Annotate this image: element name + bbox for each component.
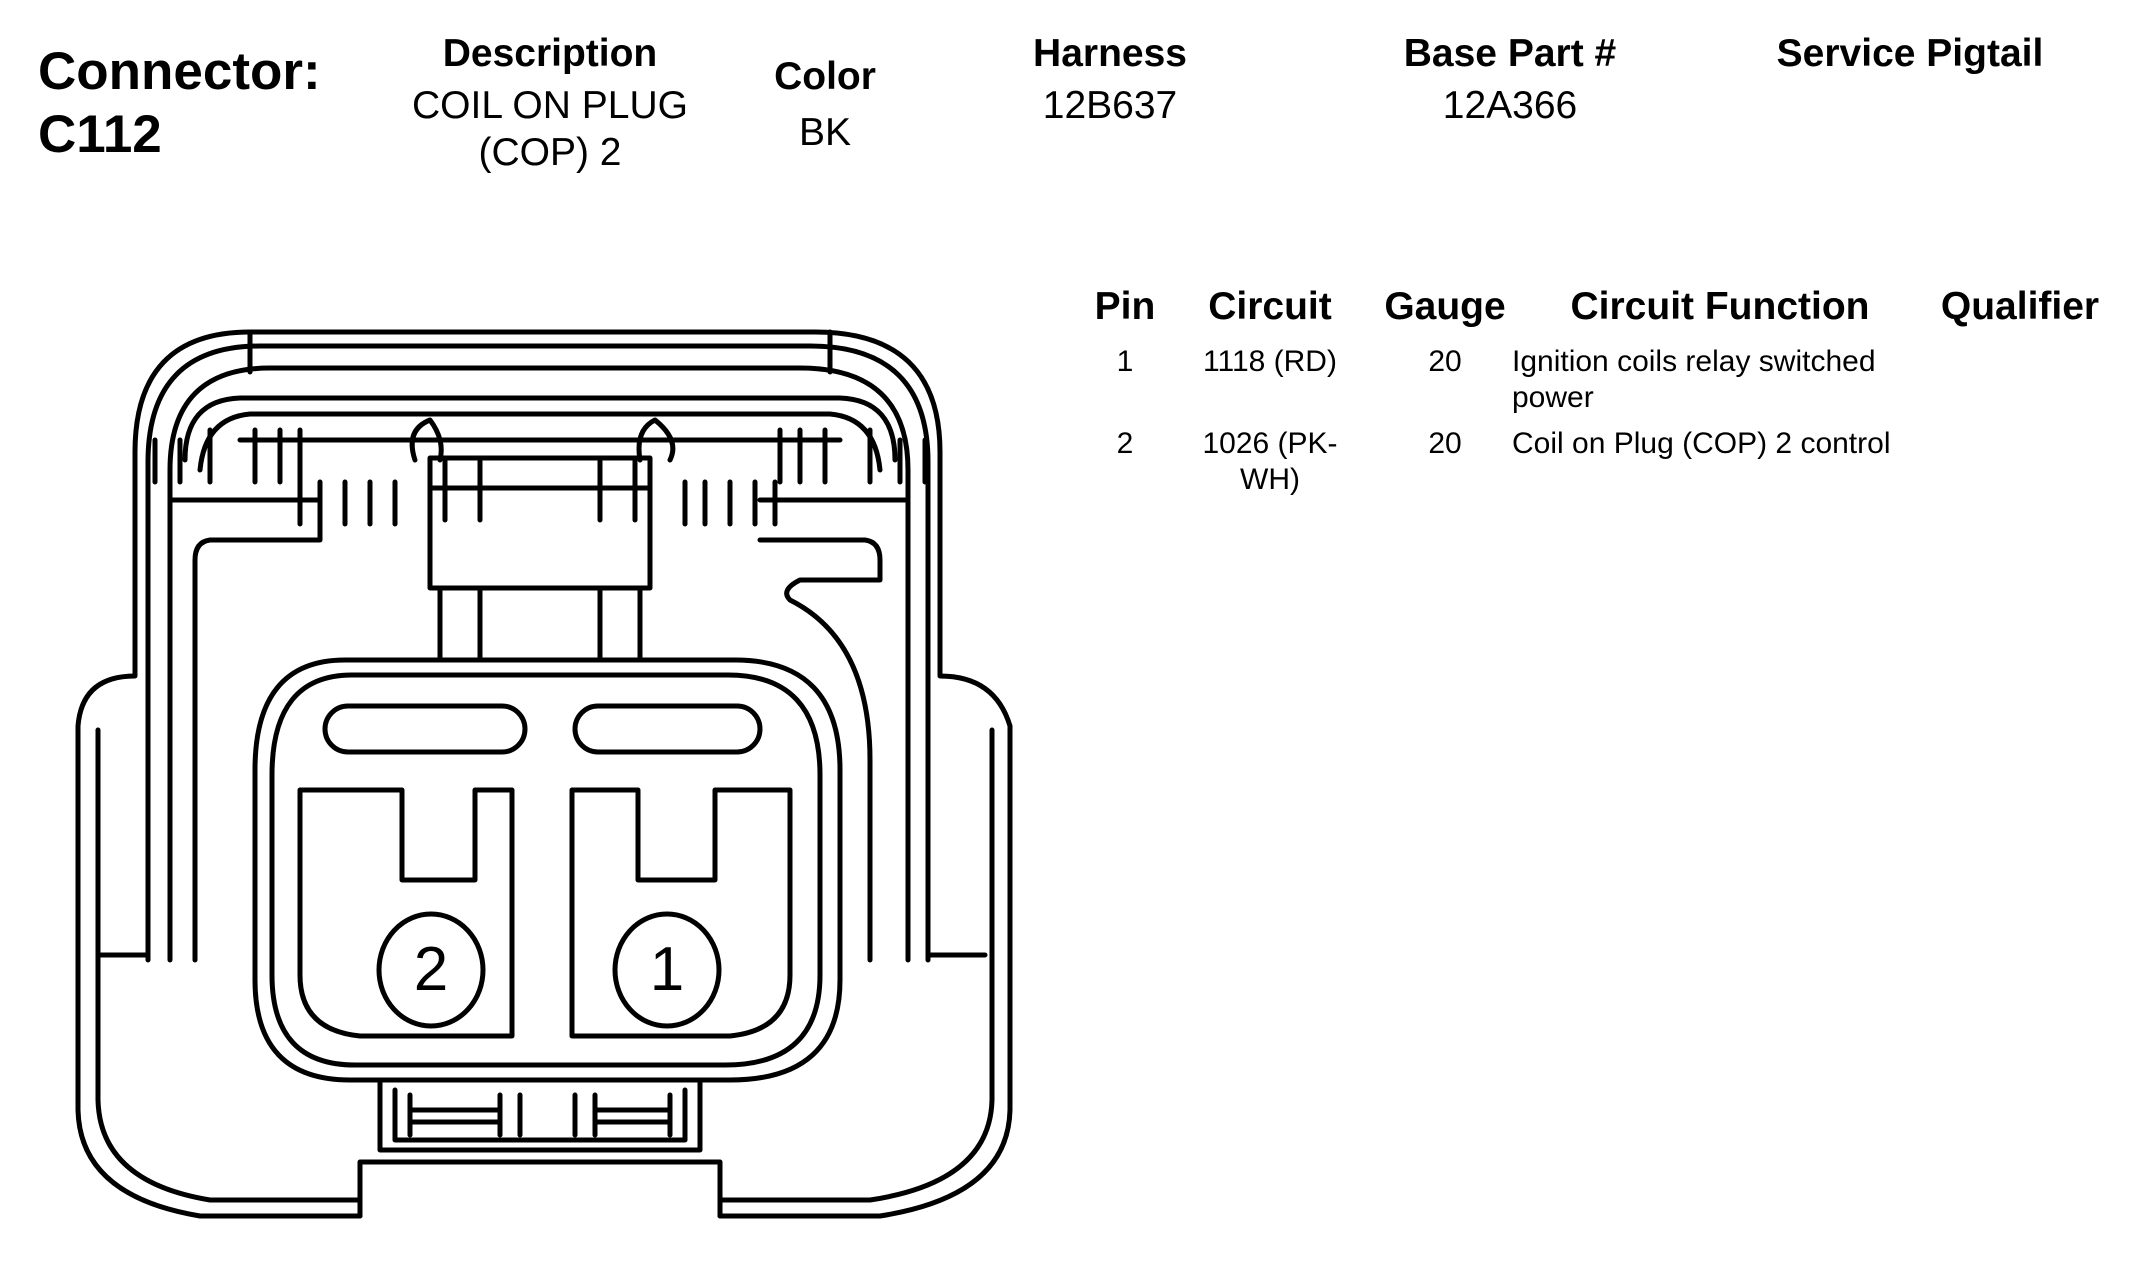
cavity-left-number: 2 — [414, 935, 448, 1004]
base-part-column: Base Part # 12A366 — [1360, 32, 1660, 129]
description-label: Description — [442, 32, 658, 75]
row2-circuit: 1026 (PK- WH) — [1180, 426, 1360, 498]
base-part-value: 12A366 — [1442, 84, 1578, 127]
connector-title: Connector: C112 — [38, 40, 321, 166]
harness-label: Harness — [1033, 32, 1187, 75]
col-header-circuit-function: Circuit Function — [1570, 285, 1870, 328]
cavity-1-marker — [612, 911, 722, 1029]
row2-gauge: 20 — [1428, 427, 1462, 460]
description-value-line2: (COP) 2 — [478, 131, 622, 174]
color-column: Color BK — [740, 55, 910, 156]
service-pigtail-column: Service Pigtail — [1740, 32, 2080, 82]
bottom-lock — [357, 1077, 723, 1219]
row2-circuit-line2: WH) — [1240, 463, 1300, 496]
description-value-line1: COIL ON PLUG — [412, 84, 688, 127]
cavity-housing — [252, 657, 843, 1083]
connector-latch — [152, 395, 928, 963]
harness-value: 12B637 — [1042, 84, 1178, 127]
col-header-qualifier: Qualifier — [1940, 285, 2100, 328]
row2-pin: 2 — [1116, 427, 1134, 460]
harness-column: Harness 12B637 — [980, 32, 1240, 129]
row1-circuit: 1118 (RD) — [1180, 344, 1360, 380]
row1-gauge: 20 — [1428, 345, 1462, 378]
col-header-gauge: Gauge — [1384, 285, 1506, 328]
row1-function-line2: power — [1512, 381, 1594, 414]
row1-function: Ignition coils relay switched power — [1512, 344, 1912, 416]
description-column: Description COIL ON PLUG (COP) 2 — [390, 32, 710, 176]
cavity-2-marker — [376, 911, 486, 1029]
col-header-circuit: Circuit — [1208, 285, 1332, 328]
connector-label: Connector: — [38, 42, 321, 101]
row2-function-line1: Coil on Plug (COP) 2 control — [1512, 427, 1891, 460]
row2-circuit-line1: 1026 (PK- — [1202, 427, 1338, 460]
row1-function-line1: Ignition coils relay switched — [1512, 345, 1876, 378]
color-label: Color — [774, 55, 876, 98]
connector-face-diagram: 2 1 — [75, 329, 1013, 1219]
connector-id: C112 — [38, 105, 162, 164]
connector-outer-shell — [75, 329, 1013, 1219]
cavity-right-number: 1 — [650, 935, 684, 1004]
col-header-pin: Pin — [1094, 285, 1156, 328]
row1-pin: 1 — [1116, 345, 1134, 378]
row1-circuit-line1: 1118 (RD) — [1203, 345, 1337, 378]
row2-function: Coil on Plug (COP) 2 control — [1512, 426, 1912, 462]
service-pigtail-label: Service Pigtail — [1776, 32, 2044, 75]
base-part-label: Base Part # — [1403, 32, 1617, 75]
color-value: BK — [798, 111, 852, 154]
